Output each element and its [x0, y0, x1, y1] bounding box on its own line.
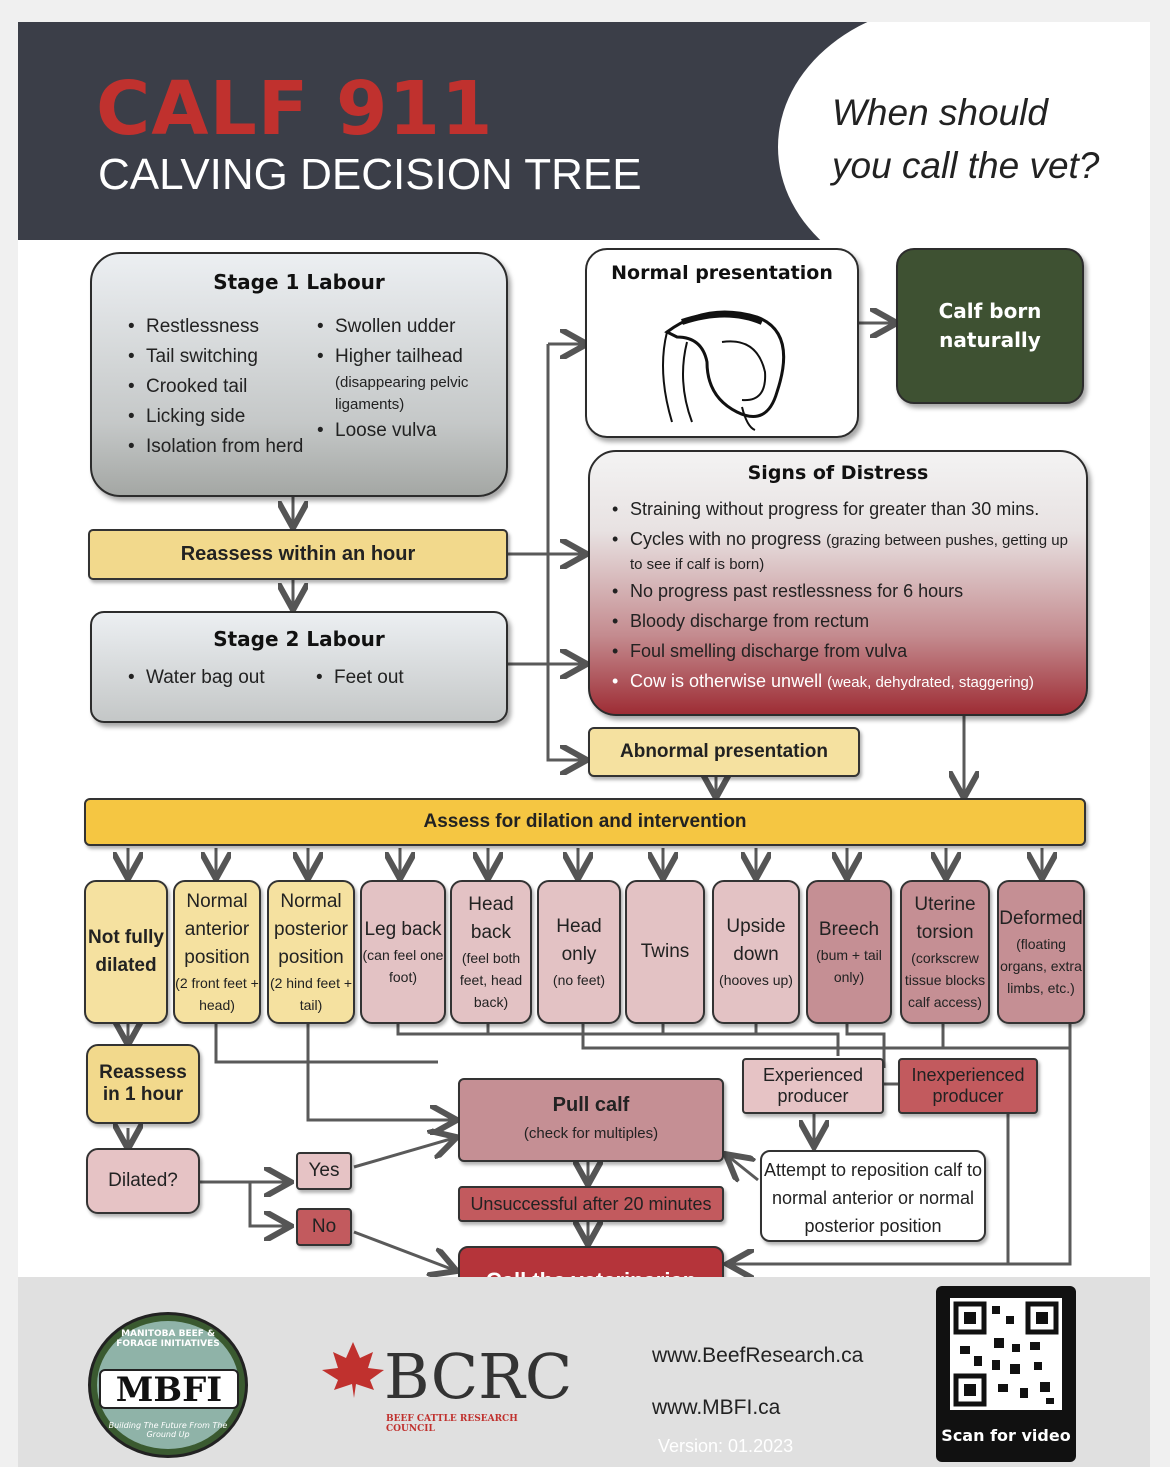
connector-arrows [18, 22, 1072, 1467]
list-item: Cycles with no progress (grazing between… [612, 524, 1077, 576]
list-item: Tail switching [128, 342, 303, 372]
dilated-question-box: Dilated? [86, 1148, 200, 1214]
stage1-heading: Stage 1 Labour [213, 270, 385, 294]
unsuccessful-box: Unsuccessful after 20 minutes [458, 1186, 724, 1222]
category-title: Breech [818, 919, 880, 940]
category-title: Upside down [726, 916, 786, 965]
category-title: Uterine torsion [914, 894, 976, 943]
category-cell: Breech (bum + tail only) [806, 880, 892, 1024]
no-box: No [296, 1208, 352, 1246]
maple-leaf-icon [322, 1342, 384, 1398]
category-cell: Not fully dilated [84, 880, 168, 1024]
category-cell: Deformed (floating organs, extra limbs, e… [997, 880, 1085, 1024]
category-title: Deformed [999, 908, 1083, 929]
bcrc-logo: BCRC BEEF CATTLE RESEARCH COUNCIL [318, 1340, 572, 1440]
category-cell: Uterine torsion (corkscrew tissue blocks … [900, 880, 990, 1024]
category-title: Leg back [364, 919, 442, 940]
url-mbfi[interactable]: www.MBFI.ca [652, 1396, 781, 1419]
list-item: Straining without progress for greater t… [612, 494, 1077, 524]
yes-box: Yes [296, 1152, 352, 1190]
list-item: Cow is otherwise unwell (weak, dehydrate… [612, 666, 1077, 698]
list-item: Crooked tail [128, 372, 303, 402]
assess-bar: Assess for dilation and intervention [84, 798, 1086, 846]
list-item: Restlessness [128, 312, 303, 342]
category-note: (feel both feet, head back) [459, 950, 523, 1010]
distress-list: Straining without progress for greater t… [612, 494, 1077, 698]
category-title: Normal anterior position [184, 891, 250, 968]
stage2-heading: Stage 2 Labour [213, 627, 385, 651]
calf-born-label: Calf born naturally [938, 299, 1042, 352]
category-note: (can feel one foot) [362, 947, 444, 985]
list-item: Feet out [316, 663, 404, 693]
category-note: (2 front feet + head) [175, 975, 259, 1013]
category-note: (corkscrew tissue blocks calf access) [904, 950, 986, 1010]
category-cell: Twins [625, 880, 705, 1024]
normal-presentation-heading: Normal presentation [611, 262, 833, 284]
stage1-left-list: Restlessness Tail switching Crooked tail… [128, 312, 303, 462]
category-title: Head back [468, 894, 514, 943]
category-cell: Head back (feel both feet, head back) [450, 880, 532, 1024]
reposition-box: Attempt to reposition calf to normal ant… [760, 1150, 986, 1242]
scan-label: Scan for video [941, 1426, 1071, 1445]
calf-born-box: Calf born naturally [896, 248, 1084, 404]
category-title: Head only [556, 916, 602, 965]
version-label: Version: 01.2023 [658, 1436, 794, 1456]
list-item: Swollen udder [317, 312, 502, 342]
header-question: When should you call the vet? [832, 92, 1100, 186]
abnormal-presentation-box: Abnormal presentation [588, 727, 860, 777]
poster: CALF 911 CALVING DECISION TREE When shou… [18, 22, 1150, 1467]
category-note: (no feet) [552, 972, 606, 988]
qr-card[interactable]: Scan for video [936, 1286, 1076, 1462]
stage2-box: Stage 2 Labour Water bag out Feet out [90, 611, 508, 723]
experienced-box: Experienced producer [742, 1058, 884, 1114]
list-item: Licking side [128, 402, 303, 432]
qr-code-icon[interactable] [950, 1298, 1062, 1410]
inexperienced-box: Inexperienced producer [898, 1058, 1038, 1114]
category-cell: Normal posterior position (2 hind feet + … [267, 880, 355, 1024]
category-cell: Head only (no feet) [537, 880, 621, 1024]
url-beefresearch[interactable]: www.BeefResearch.ca [652, 1344, 864, 1367]
category-note: (hooves up) [719, 972, 793, 988]
page-subtitle: CALVING DECISION TREE [98, 150, 642, 199]
list-item: No progress past restlessness for 6 hour… [612, 576, 1077, 606]
calf-in-uterus-illustration [662, 310, 786, 431]
page-title: CALF 911 [96, 66, 494, 152]
reassess-1h-box: Reassess in 1 hour [86, 1044, 200, 1124]
category-cell: Normal anterior position (2 front feet + … [173, 880, 261, 1024]
list-item: Foul smelling discharge from vulva [612, 636, 1077, 666]
category-title: Twins [640, 941, 690, 962]
list-item: Water bag out [128, 663, 265, 693]
header-bubble [778, 22, 1150, 292]
category-cell: Upside down (hooves up) [712, 880, 800, 1024]
distress-box: Signs of Distress Straining without prog… [588, 450, 1088, 716]
list-item: Loose vulva [317, 416, 502, 446]
category-cell: Leg back (can feel one foot) [360, 880, 446, 1024]
category-note: (2 hind feet + tail) [269, 975, 353, 1013]
list-item: Higher tailhead(disappearing pelvic liga… [317, 342, 502, 416]
pull-calf-box: Pull calf (check for multiples) [458, 1078, 724, 1162]
category-note: (bum + tail only) [816, 947, 882, 985]
mbfi-logo: MANITOBA BEEF & FORAGE INITIATIVES MBFI … [88, 1312, 248, 1458]
normal-presentation-box: Normal presentation [585, 248, 859, 438]
list-item: Isolation from herd [128, 432, 303, 462]
category-note: (floating organs, extra limbs, etc.) [1000, 936, 1082, 996]
distress-heading: Signs of Distress [747, 462, 929, 484]
list-item: Bloody discharge from rectum [612, 606, 1077, 636]
reassess-hour-box: Reassess within an hour [88, 529, 508, 580]
category-title: Not fully dilated [88, 927, 164, 976]
category-title: Normal posterior position [274, 891, 348, 968]
stage1-box: Stage 1 Labour Restlessness Tail switchi… [90, 252, 508, 497]
stage1-right-list: Swollen udder Higher tailhead(disappeari… [317, 312, 502, 446]
